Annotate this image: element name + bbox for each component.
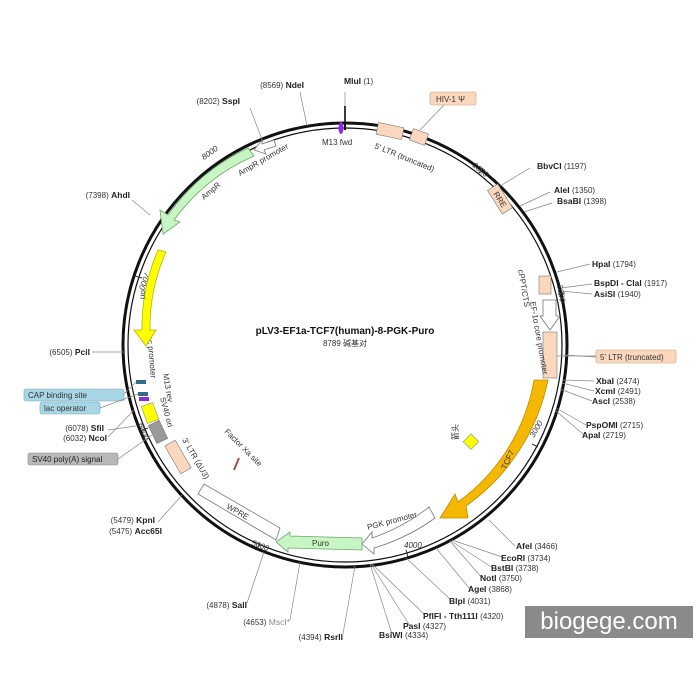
site-msci[interactable]: (4653) MscI*: [243, 617, 290, 627]
ori-arrow[interactable]: [133, 249, 167, 347]
lac-operator-callout-text: lac operator: [44, 404, 87, 413]
ltr5-right-callout-box[interactable]: [595, 349, 677, 364]
site-asci[interactable]: AscI (2538): [592, 396, 636, 406]
factor-xa-marker[interactable]: [233, 457, 240, 471]
sv40-polya-callout-box[interactable]: [27, 452, 119, 466]
site-sfii[interactable]: (6078) SfiI: [65, 423, 104, 433]
m13-fwd-label: M13 fwd: [322, 138, 352, 147]
site-bstbi[interactable]: BstBI (3738): [491, 563, 539, 573]
sv40-ori-feature[interactable]: [140, 402, 160, 424]
tick-label-2000: 2000: [555, 283, 567, 304]
site-alei[interactable]: AleI (1350): [554, 185, 595, 195]
site-blpi[interactable]: BlpI (4031): [449, 596, 491, 606]
site-bsiwi[interactable]: BsiWI (4334): [379, 630, 428, 640]
site-ecori[interactable]: EcoRI (3734): [501, 553, 551, 563]
jiatou-label: 箭头: [450, 424, 460, 440]
wpre-feature[interactable]: [197, 483, 281, 541]
ltr5-feature[interactable]: [375, 122, 405, 140]
cppt-feature[interactable]: [538, 275, 552, 295]
tcf7-arrow[interactable]: [439, 379, 549, 519]
jiatou-marker[interactable]: [462, 433, 480, 450]
site-kpni[interactable]: (5479) KpnI: [111, 515, 155, 525]
site-asisi[interactable]: AsiSI (1940): [594, 289, 641, 299]
site-pcii[interactable]: (6505) PciI: [49, 347, 90, 357]
site-xcmi[interactable]: XcmI (2491): [595, 386, 641, 396]
puro-label: Puro: [312, 539, 329, 548]
site-pspomi[interactable]: PspOMI (2715): [586, 420, 643, 430]
site-agei[interactable]: AgeI (3868): [468, 584, 512, 594]
sv40-polya-leader: [117, 434, 153, 460]
site-pflfi-tth111i[interactable]: PflFI - Tth111I (4320): [423, 611, 504, 621]
hiv-leader: [419, 103, 446, 131]
tick-label-4000: 4000: [404, 541, 422, 550]
site-acc65i[interactable]: (5475) Acc65I: [109, 526, 162, 536]
tcf7-label: TCF7: [500, 448, 517, 470]
lac-operator-leader: [99, 393, 139, 409]
plasmid-name: pLV3-EF1a-TCF7(human)-8-PGK-Puro: [256, 326, 435, 337]
plasmid-size: 8789 碱基对: [323, 338, 367, 348]
pgk-promoter-arrow[interactable]: [361, 506, 436, 555]
cap-site-feature[interactable]: [136, 380, 146, 384]
cap-leader: [123, 381, 137, 395]
site-xbai[interactable]: XbaI (2474): [596, 376, 640, 386]
m13-fwd-marker[interactable]: [338, 122, 344, 134]
lac-operator-feature[interactable]: [138, 392, 148, 396]
lac-promoter-label: lac promoter: [145, 333, 158, 378]
site-pasi[interactable]: PasI (4327): [403, 621, 446, 631]
site-bspdi-clai[interactable]: BspDI - ClaI (1917): [594, 278, 668, 288]
watermark: biogege.com: [525, 606, 693, 638]
site-sspi[interactable]: (8202) SspI: [197, 96, 240, 106]
hiv-psi-feature[interactable]: [409, 128, 429, 146]
ampr-promoter-arrow[interactable]: [253, 138, 277, 155]
site-apai[interactable]: ApaI (2719): [582, 430, 626, 440]
cap-callout-text: CAP binding site: [28, 391, 88, 400]
ampr-arrow[interactable]: [159, 147, 255, 235]
site-sali[interactable]: (4878) SalI: [206, 600, 247, 610]
rre-feature[interactable]: RRE: [487, 183, 513, 215]
ori-label: ori: [138, 290, 148, 300]
site-ahdi[interactable]: (7398) AhdI: [86, 190, 130, 200]
site-ndei[interactable]: (8569) NdeI: [260, 80, 304, 90]
site-bsabi[interactable]: BsaBI (1398): [557, 196, 607, 206]
sv40-polya-feature[interactable]: [147, 420, 169, 444]
tick-label-6000: 6000: [136, 422, 151, 442]
ltr3-feature[interactable]: [164, 439, 192, 475]
site-noti[interactable]: NotI (3750): [480, 573, 522, 583]
site-bbvci[interactable]: BbvCI (1197): [537, 161, 587, 171]
cap-callout-box[interactable]: [23, 388, 125, 402]
site-rsrii[interactable]: (4394) RsrII: [299, 632, 343, 642]
site-ncoi[interactable]: (6032) NcoI: [63, 433, 107, 443]
ltr5-right-callout-text: 5' LTR (truncated): [600, 353, 664, 362]
tick-label-8000: 8000: [200, 144, 220, 162]
ef1a-promoter-arrow[interactable]: [539, 299, 561, 331]
hiv-callout-text: HIV-1 Ψ: [436, 95, 465, 104]
ltr5-right-feature[interactable]: [542, 331, 558, 379]
site-hpai[interactable]: HpaI (1794): [592, 259, 636, 269]
ltr5-label: 5' LTR (truncated): [373, 142, 436, 174]
sv40-polya-callout-text: SV40 poly(A) signal: [32, 455, 102, 464]
hiv-callout-box[interactable]: [429, 91, 477, 106]
site-afei[interactable]: AfeI (3466): [516, 541, 558, 551]
puro-arrow[interactable]: [275, 531, 363, 553]
lac-operator-callout-box[interactable]: [39, 401, 101, 415]
site-mlui[interactable]: MluI (1): [344, 76, 373, 86]
factor-xa-label: Factor Xa site: [223, 427, 265, 469]
m13-rev-feature[interactable]: [139, 397, 149, 401]
